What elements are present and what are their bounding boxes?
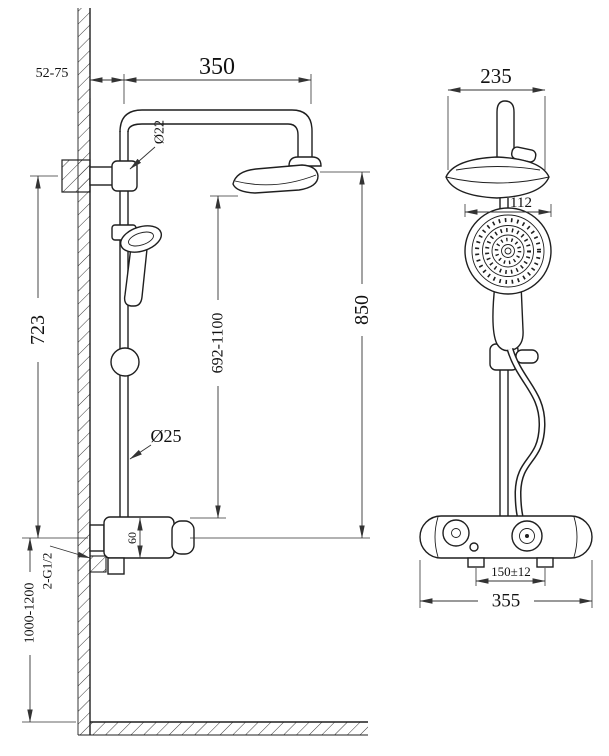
dim-riser-diameter: Ø25: [151, 426, 182, 446]
mixer-front: [419, 515, 593, 568]
mixer-side-profile: [89, 516, 195, 575]
dim-mixer-width: 355: [492, 591, 521, 612]
dim-inlet-connections: 2-G1/2: [40, 553, 55, 590]
slider-knob: [110, 347, 140, 377]
dim-top-pipe-diameter: Ø22: [153, 120, 168, 144]
dimensions: 52-75 350 Ø22 723 Ø25 692-1100 850 60 2-…: [22, 54, 593, 723]
side-view: [419, 100, 593, 568]
floor-hatch: [78, 721, 368, 736]
inlet-right: [536, 557, 554, 568]
hand-shower-face: [464, 207, 552, 295]
inlet-left: [467, 557, 485, 568]
dim-head-width: 235: [480, 64, 512, 88]
rain-head-edge: [445, 156, 550, 199]
dim-bracket-to-mixer: 723: [27, 315, 49, 345]
dim-head-to-mixer-range: 692-1100: [210, 313, 227, 374]
dim-hand-shower-diameter: 112: [510, 195, 532, 211]
dim-wall-offset: 52-75: [36, 66, 69, 81]
wall-bracket: [61, 159, 138, 193]
mixer-button: [469, 542, 479, 552]
dim-arm-reach: 350: [199, 54, 235, 80]
dim-inlet-spacing: 150±12: [491, 564, 531, 579]
shower-arm: [119, 109, 313, 158]
wall-hatch: [77, 8, 91, 735]
shower-hose: [506, 347, 546, 517]
rain-head-side-profile: [232, 156, 322, 194]
dim-mixer-to-head: 850: [351, 295, 373, 325]
front-view: [61, 109, 322, 575]
head-pipe: [496, 100, 537, 163]
riser-pipe: [119, 131, 129, 517]
dim-mixer-body-height: 60: [125, 532, 139, 544]
mixer-left-knob: [442, 519, 470, 547]
dim-install-height: 1000-1200: [23, 583, 38, 644]
hand-shower-side-profile: [111, 224, 163, 307]
